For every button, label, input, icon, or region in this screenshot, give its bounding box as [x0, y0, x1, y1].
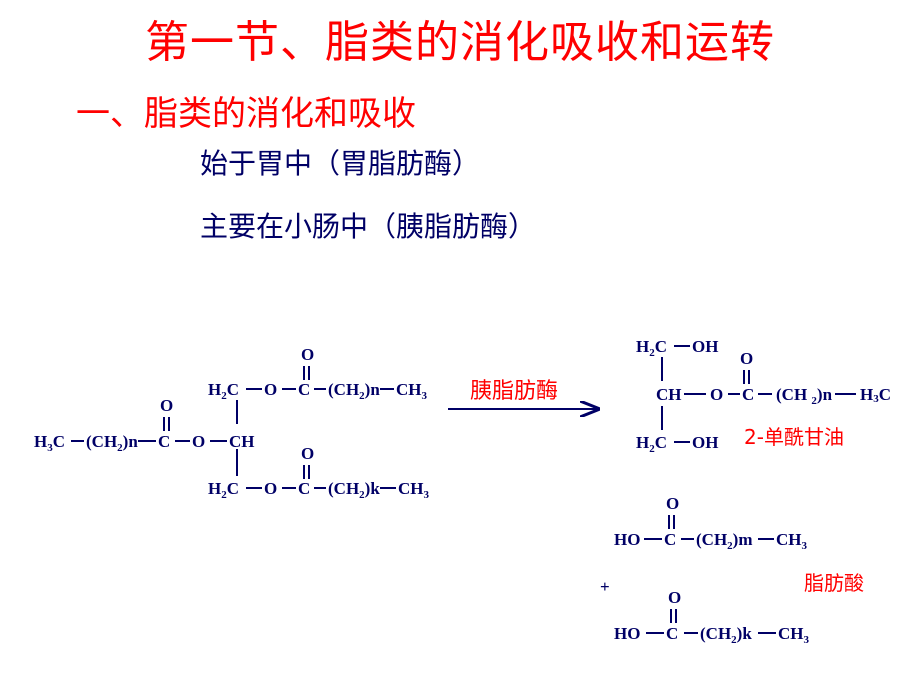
svg-text:O: O: [301, 345, 314, 364]
svg-text:H2C: H2C: [208, 380, 239, 402]
text-line-intestine: 主要在小肠中（胰脂肪酶）: [200, 210, 537, 243]
monoglyceride-label: 2-单酰甘油: [744, 425, 844, 449]
page-title: 第一节、脂类的消化吸收和运转: [145, 17, 775, 68]
svg-text:O: O: [264, 380, 277, 399]
svg-text:CH3: CH3: [778, 624, 810, 646]
svg-text:HO: HO: [614, 530, 640, 549]
svg-text:HO: HO: [614, 624, 640, 643]
svg-text:CH: CH: [656, 385, 682, 404]
svg-text:O: O: [740, 349, 753, 368]
svg-text:(CH2)n: (CH2)n: [328, 380, 380, 402]
fatty-acid-2-structure: O HO C (CH2)k CH3: [614, 588, 810, 646]
svg-text:H2C: H2C: [636, 433, 667, 455]
svg-text:(CH2)k: (CH2)k: [700, 624, 752, 646]
plus-sign: +: [600, 577, 610, 596]
text-line-stomach: 始于胃中（胃脂肪酶）: [200, 147, 481, 180]
fatty-acid-1-structure: O HO C (CH2)m CH3: [614, 494, 808, 552]
svg-text:OH: OH: [692, 433, 718, 452]
svg-text:C: C: [664, 530, 676, 549]
svg-text:C: C: [158, 432, 170, 451]
svg-text:O: O: [301, 444, 314, 463]
svg-text:C: C: [298, 479, 310, 498]
monoglyceride-structure: H2C OH CH O C O (CH 2)n H3C H2C OH 2-单酰甘…: [636, 337, 891, 455]
svg-text:OH: OH: [692, 337, 718, 356]
svg-text:C: C: [742, 385, 754, 404]
svg-text:C: C: [298, 380, 310, 399]
svg-text:CH3: CH3: [776, 530, 808, 552]
triglyceride-structure: H2C O C O (CH2)n CH3 H3C (CH2)n C O O CH…: [34, 345, 430, 501]
svg-text:O: O: [666, 494, 679, 513]
svg-text:O: O: [668, 588, 681, 607]
svg-text:H3C: H3C: [34, 432, 65, 454]
svg-text:H3C: H3C: [860, 385, 891, 405]
svg-text:H2C: H2C: [208, 479, 239, 501]
svg-text:C: C: [666, 624, 678, 643]
svg-text:CH3: CH3: [398, 479, 430, 501]
reaction-arrow: 胰脂肪酶: [448, 379, 598, 409]
enzyme-label: 胰脂肪酶: [470, 379, 558, 404]
svg-text:O: O: [192, 432, 205, 451]
svg-text:(CH2)n: (CH2)n: [86, 432, 138, 454]
svg-text:O: O: [264, 479, 277, 498]
svg-text:O: O: [710, 385, 723, 404]
svg-text:(CH 2)n: (CH 2)n: [776, 385, 833, 407]
svg-text:H2C: H2C: [636, 337, 667, 359]
svg-text:(CH2)m: (CH2)m: [696, 530, 753, 552]
svg-text:CH3: CH3: [396, 380, 428, 402]
section-subtitle: 一、脂类的消化和吸收: [76, 94, 416, 134]
svg-text:(CH2)k: (CH2)k: [328, 479, 380, 501]
svg-text:CH: CH: [229, 432, 255, 451]
fatty-acid-label: 脂肪酸: [804, 571, 864, 595]
svg-text:O: O: [160, 396, 173, 415]
